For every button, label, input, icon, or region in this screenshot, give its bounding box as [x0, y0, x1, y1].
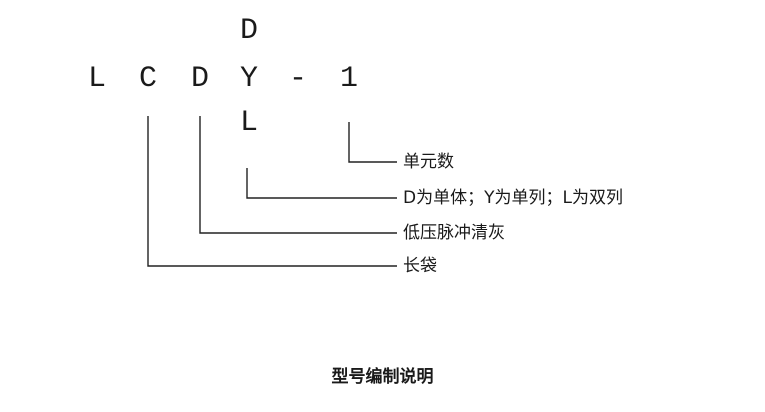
code-dash: - — [288, 62, 308, 96]
leader-bag — [147, 116, 397, 267]
code-l: L — [87, 62, 107, 96]
code-bottom-l: L — [239, 106, 259, 140]
code-y: Y — [239, 62, 259, 96]
diagram-caption: 型号编制说明 — [331, 367, 434, 387]
code-d: D — [190, 62, 210, 96]
code-1: 1 — [339, 62, 359, 96]
code-c: C — [138, 62, 158, 96]
leader-type — [246, 168, 397, 199]
label-bag: 长袋 — [403, 256, 437, 276]
leader-pulse — [199, 116, 397, 234]
label-pulse: 低压脉冲清灰 — [403, 223, 505, 243]
label-type: D为单体；Y为单列；L为双列 — [403, 188, 623, 208]
leader-units — [348, 122, 397, 163]
label-units: 单元数 — [403, 152, 454, 172]
code-top-d: D — [239, 14, 259, 48]
